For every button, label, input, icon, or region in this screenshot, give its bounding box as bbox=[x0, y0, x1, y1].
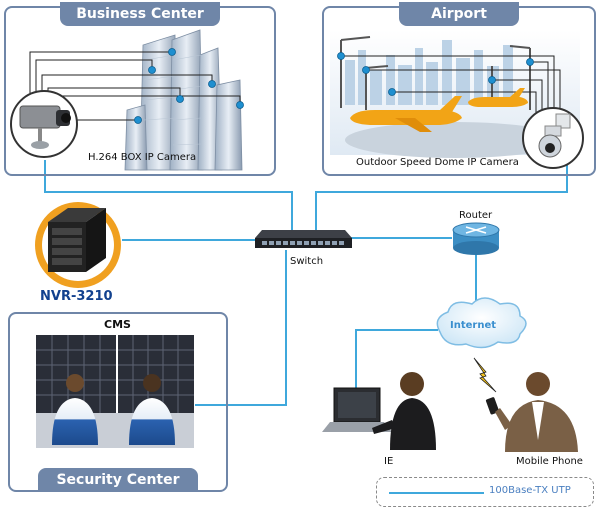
nvr-label: NVR-3210 bbox=[40, 289, 113, 304]
cable-cms bbox=[195, 250, 287, 406]
internet-cloud-icon bbox=[436, 297, 527, 349]
box-camera-icon bbox=[19, 105, 71, 149]
operator-icon bbox=[129, 374, 175, 445]
ie-label: IE bbox=[384, 456, 394, 467]
cable-dome-camera bbox=[315, 160, 568, 232]
switch-label: Switch bbox=[290, 256, 324, 267]
internet-label: Internet bbox=[450, 320, 497, 331]
legend-label: 100Base-TX UTP bbox=[489, 485, 571, 496]
security-center-panel: Security Center bbox=[8, 312, 228, 492]
airport-art bbox=[330, 30, 584, 169]
router-icon bbox=[452, 222, 500, 255]
security-center-art bbox=[36, 335, 194, 448]
switch-icon bbox=[255, 230, 352, 248]
cable-box-camera bbox=[44, 160, 293, 232]
router-label: Router bbox=[459, 210, 493, 221]
security-center-title: Security Center bbox=[38, 468, 198, 492]
wireless-bolt-icon bbox=[473, 357, 497, 393]
cms-label: CMS bbox=[104, 318, 131, 331]
business-center-title: Business Center bbox=[60, 2, 220, 26]
operator-icon bbox=[52, 374, 98, 445]
box-camera-label: H.264 BOX IP Camera bbox=[88, 152, 197, 163]
airport-panel: Airport bbox=[322, 2, 596, 176]
cable-laptop bbox=[355, 329, 438, 388]
laptop-user-icon bbox=[322, 372, 436, 450]
cable-lines bbox=[44, 160, 568, 406]
mobile-phone-label: Mobile Phone bbox=[516, 456, 583, 467]
airport-title: Airport bbox=[399, 2, 519, 26]
business-center-panel: Business Center bbox=[4, 2, 276, 176]
nvr-icon bbox=[35, 202, 121, 288]
mobile-user-icon bbox=[485, 372, 578, 452]
airplane-icon bbox=[350, 88, 528, 132]
business-center-art bbox=[10, 29, 244, 171]
dome-camera-icon bbox=[538, 113, 571, 158]
dome-camera-label: Outdoor Speed Dome IP Camera bbox=[356, 157, 519, 168]
legend-line-swatch bbox=[389, 492, 484, 494]
legend: 100Base-TX UTP bbox=[376, 477, 594, 507]
